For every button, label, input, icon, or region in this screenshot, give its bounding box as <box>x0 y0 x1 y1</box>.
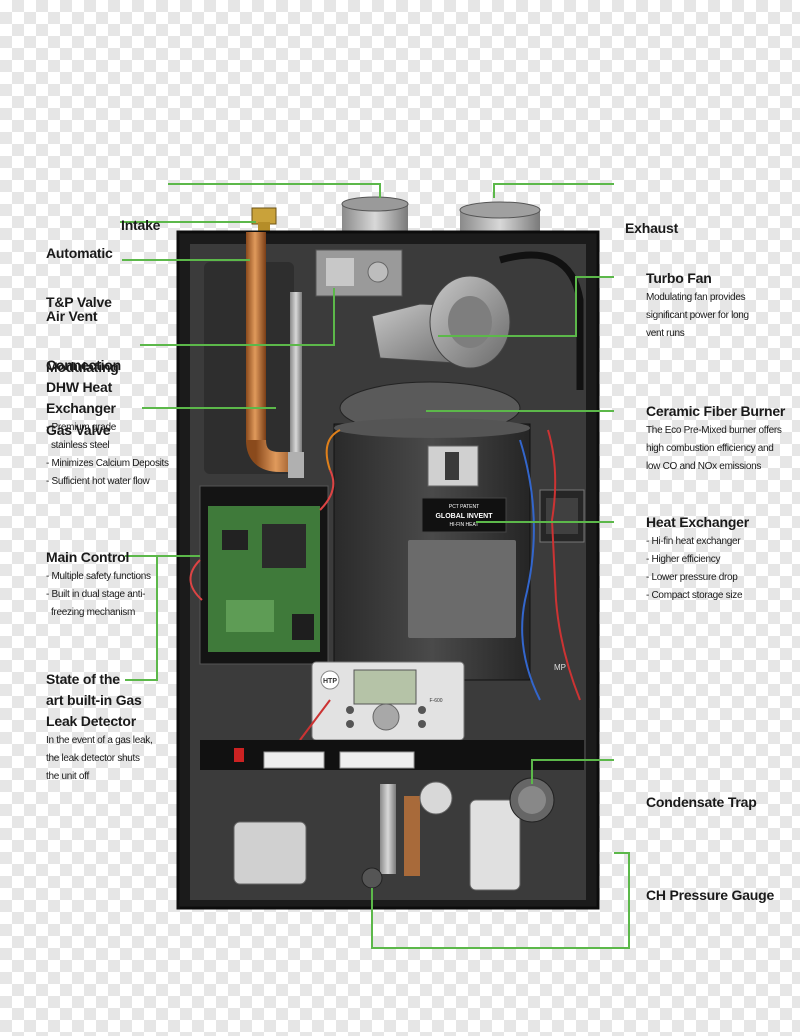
label-burner: Ceramic Fiber Burner The Eco Pre-Mixed b… <box>646 403 786 472</box>
leader-main-control <box>125 555 158 681</box>
label-intake: Intake <box>121 217 161 233</box>
mp-tag: MP <box>554 663 566 672</box>
label-heat-exchanger: Heat Exchanger - Hi-fin heat exchanger -… <box>646 514 750 601</box>
svg-text:F-600: F-600 <box>429 698 442 704</box>
intake-collar <box>341 196 409 238</box>
label-ch-pressure-gauge: CH Pressure Gauge <box>646 887 775 903</box>
svg-text:HI-FIN HEAT: HI-FIN HEAT <box>449 522 478 528</box>
condensate-trap <box>509 777 555 823</box>
turbo-fan <box>371 251 584 390</box>
leader-gas-valve <box>140 288 335 346</box>
label-leak-detector: State of the art built-in Gas Leak Detec… <box>46 671 153 782</box>
ch-pressure-gauge <box>361 867 383 889</box>
gas-valve <box>290 249 403 452</box>
wiring <box>299 429 581 741</box>
svg-text:HTP: HTP <box>323 678 337 685</box>
label-exhaust: Exhaust <box>625 220 679 236</box>
label-dhw: DHW Heat Exchanger - Premium grade stain… <box>46 379 169 487</box>
front-controller: HTP F-600 <box>311 661 465 741</box>
label-turbo-fan: Turbo Fan Modulating fan provides signif… <box>646 270 749 339</box>
patent-plate: PCT PATENT GLOBAL INVENT HI-FIN HEAT <box>435 504 493 528</box>
heat-exchanger-tank <box>333 418 531 681</box>
main-control-board <box>189 469 335 665</box>
sensor-module <box>539 489 585 543</box>
leader-intake <box>168 183 381 198</box>
label-gas-valve: Modulating Gas Valve <box>46 359 119 438</box>
label-air-vent: Automatic Air Vent <box>46 245 113 324</box>
label-main-control: Main Control - Multiple safety functions… <box>46 549 151 618</box>
leader-exhaust <box>493 183 614 198</box>
svg-text:GLOBAL INVENT: GLOBAL INVENT <box>435 513 493 520</box>
callout-lines <box>120 183 630 949</box>
copper-pipe <box>246 232 304 478</box>
label-condensate-trap: Condensate Trap <box>646 794 757 810</box>
leader-condensate <box>531 759 614 784</box>
leader-turbo-fan <box>438 276 614 337</box>
lower-compartment <box>200 740 584 891</box>
label-tp-valve: T&P Valve Connection <box>46 294 121 373</box>
svg-text:PCT PATENT: PCT PATENT <box>449 504 479 510</box>
leader-ch-gauge <box>371 852 630 949</box>
